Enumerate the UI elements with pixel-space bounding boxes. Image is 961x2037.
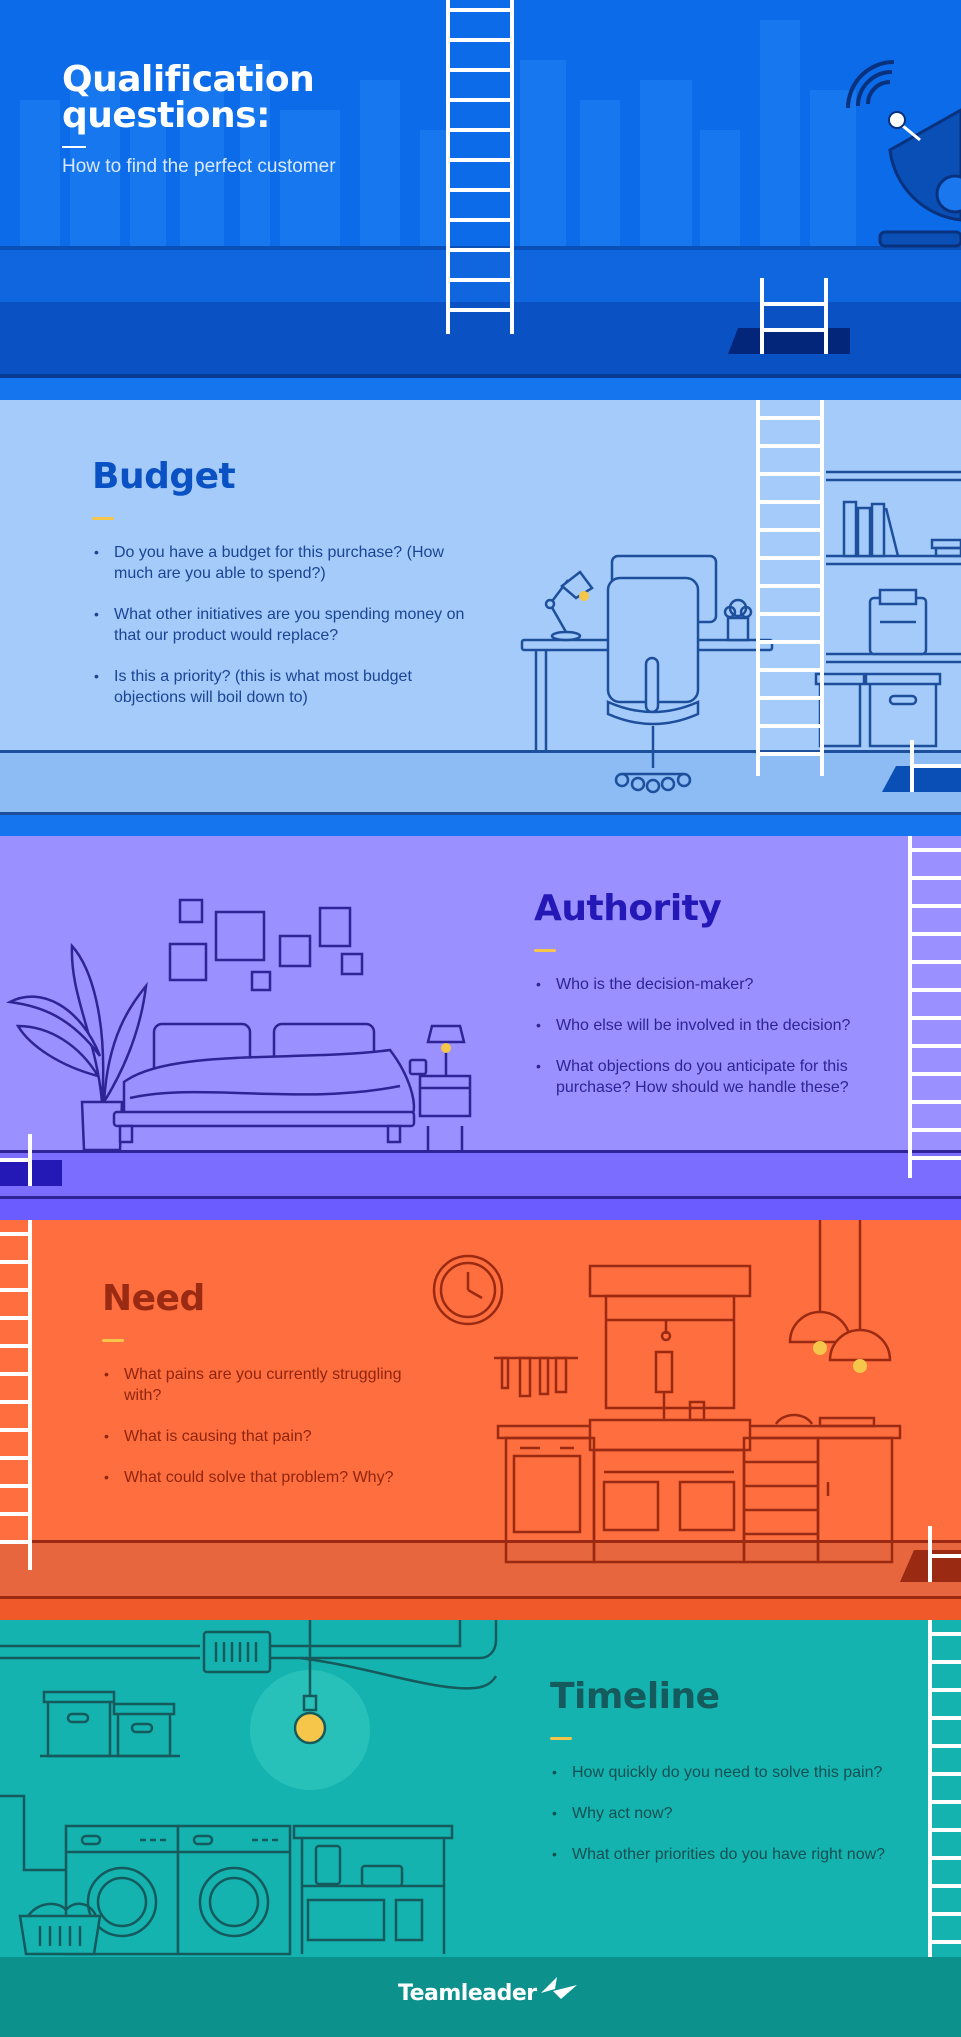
printer-icon [868,588,928,656]
office-chair-icon [606,554,718,794]
hero-illustration [0,0,961,400]
need-question: What pains are you currently struggling … [102,1364,402,1406]
title-divider [62,146,86,148]
authority-question: Who else will be involved in the decisio… [534,1015,874,1036]
ladder-icon [446,0,514,334]
city-skyline [20,20,856,250]
authority-question: Who is the decision-maker? [534,974,874,995]
brand-wings-icon [540,1976,577,1999]
authority-section: Authority Who is the decision-maker? Who… [0,836,961,1220]
hero-section: Qualification questions: How to find the… [0,0,961,400]
page-title-line-2: questions: [62,95,270,136]
laundry-shelf-icon [292,1824,454,1954]
kitchen-illustration [0,1220,961,1620]
laundry-basket-icon [18,1902,102,1956]
budget-text: Budget Do you have a budget for this pur… [92,456,472,728]
bedside-lamp-icon [408,1024,466,1076]
knife-rack-icon [494,1356,578,1398]
budget-question: What other initiatives are you spending … [92,604,472,646]
hero-text: Qualification questions: How to find the… [62,62,336,178]
nightstand-icon [418,1074,472,1150]
need-section: Need What pains are you currently strugg… [0,1220,961,1620]
small-ladder-icon [910,740,961,792]
budget-question-list: Do you have a budget for this purchase? … [92,542,472,708]
budget-heading: Budget [92,456,236,497]
desk-lamp-icon [544,570,594,642]
page-title-line-1: Qualification [62,59,315,100]
budget-question: Is this a priority? (this is what most b… [92,666,472,708]
timeline-question-list: How quickly do you need to solve this pa… [550,1762,930,1865]
storage-boxes-icon [40,1690,180,1758]
kitchen-counter-icon [496,1413,902,1564]
need-heading: Need [102,1278,205,1319]
faucet-icon [654,1350,706,1422]
wall-frames-icon [168,898,364,992]
heading-accent [92,517,114,520]
wall-clock-icon [432,1254,504,1326]
timeline-question: What other priorities do you have right … [550,1844,930,1865]
office-illustration [0,400,961,836]
authority-text: Authority Who is the decision-maker? Who… [534,888,874,1118]
authority-question: What objections do you anticipate for th… [534,1056,874,1098]
authority-question-list: Who is the decision-maker? Who else will… [534,974,874,1098]
heading-accent [102,1339,124,1342]
authority-heading: Authority [534,888,722,929]
timeline-question: Why act now? [550,1803,930,1824]
storage-boxes-icon [814,672,942,748]
plant-icon [723,598,753,642]
light-bulb-icon [293,1620,327,1745]
ladder-icon [908,836,961,1178]
laundry-illustration [0,1620,961,1957]
small-ladder-icon [760,278,828,354]
need-question: What could solve that problem? Why? [102,1467,402,1488]
ladder-icon [756,400,824,776]
floor-hatch [728,328,850,354]
footer: Teamleader [0,1957,961,2037]
need-question-list: What pains are you currently struggling … [102,1364,402,1488]
ladder-icon [928,1620,961,1957]
floor-hatch [882,766,961,792]
heading-accent [550,1737,572,1740]
timeline-section: Timeline How quickly do you need to solv… [0,1620,961,1957]
need-question: What is causing that pain? [102,1426,402,1447]
brand-name: Teamleader [398,1981,537,2006]
ladder-icon [0,1220,32,1570]
washing-machine-icon [0,1794,292,1956]
satellite-dish-icon [846,60,961,248]
need-text: Need What pains are you currently strugg… [102,1278,402,1508]
budget-section: Budget Do you have a budget for this pur… [0,400,961,836]
budget-question: Do you have a budget for this purchase? … [92,542,472,584]
brand-logo[interactable]: Teamleader [398,1976,579,2006]
small-ladder-icon [928,1526,961,1582]
bed-icon [112,1022,416,1144]
page-title: Qualification questions: [62,62,336,134]
timeline-heading: Timeline [550,1676,720,1717]
pipes-icon [0,1620,498,1690]
range-hood-icon [588,1264,752,1410]
bookshelf-icon [826,470,961,664]
timeline-question: How quickly do you need to solve this pa… [550,1762,930,1783]
plant-icon [5,942,148,1152]
small-ladder-icon [0,1134,32,1186]
bedroom-illustration [0,836,961,1220]
page-subtitle: How to find the perfect customer [62,156,336,177]
heading-accent [534,949,556,952]
pendant-lights-icon [788,1220,892,1373]
timeline-text: Timeline How quickly do you need to solv… [550,1676,930,1885]
